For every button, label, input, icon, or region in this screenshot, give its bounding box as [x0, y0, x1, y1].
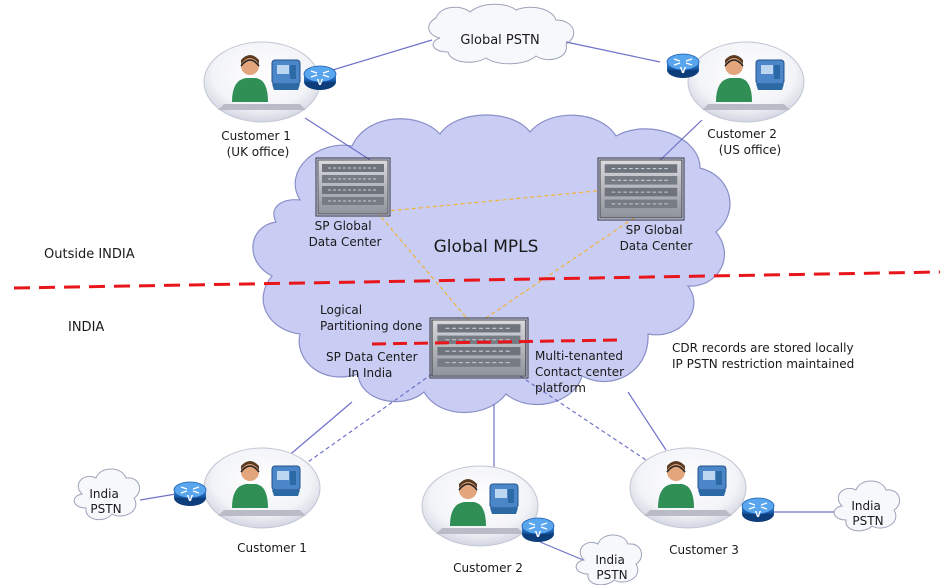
uk-data-center-label: SP Global Data Center: [309, 219, 382, 249]
outside-india-label: Outside INDIA: [44, 247, 135, 262]
india-pstn-cloud-3: India PSTN: [833, 480, 901, 532]
global-pstn-cloud: [428, 3, 575, 65]
customer-us-label: Customer 2 (US office): [707, 127, 781, 157]
india-border-line: [13, 270, 941, 290]
customer-india-1-workstation: [203, 447, 321, 529]
svg-text:V: V: [535, 530, 542, 539]
us-data-center-server: [597, 157, 685, 221]
svg-text:V: V: [680, 66, 687, 75]
us-data-center-label: SP Global Data Center: [620, 223, 693, 253]
india-data-center-label: SP Data Center In India: [326, 350, 421, 380]
customer-india-2-label: Customer 2: [453, 561, 523, 575]
india-platform-server: [429, 317, 529, 379]
customer-uk-workstation: [203, 41, 321, 123]
svg-text:India PSTN: India PSTN: [851, 499, 884, 528]
router-icon: V: [303, 65, 337, 91]
router-icon: V: [741, 497, 775, 523]
partition-label: Logical Partitioning done: [320, 303, 422, 333]
router-icon: V: [521, 517, 555, 543]
links: [139, 39, 840, 563]
customer-us-workstation: [687, 41, 805, 123]
router-icon: V: [666, 53, 700, 79]
customer-uk-label: Customer 1 (UK office): [221, 129, 295, 159]
customer-india-3-workstation: [629, 447, 747, 529]
customer-india-3-label: Customer 3: [669, 543, 739, 557]
customer-india-2-workstation: [421, 465, 539, 547]
india-label: INDIA: [68, 320, 104, 335]
router-icon: V: [173, 481, 207, 507]
router-mark: V: [317, 78, 324, 87]
customer-india-1-label: Customer 1: [237, 541, 307, 555]
global-pstn-label: Global PSTN: [460, 33, 539, 48]
india-pstn-cloud-1: India PSTN: [73, 468, 141, 521]
india-pstn-cloud-2: India PSTN: [575, 534, 643, 585]
platform-label: Multi-tenanted Contact center platform: [535, 349, 628, 395]
svg-text:India PSTN: India PSTN: [89, 487, 122, 516]
svg-text:V: V: [187, 494, 194, 503]
global-mpls-label: Global MPLS: [434, 237, 539, 257]
cdr-notes: CDR records are stored locally IP PSTN r…: [672, 341, 857, 371]
uk-data-center-server: [315, 157, 391, 217]
svg-text:V: V: [755, 510, 762, 519]
svg-text:India PSTN: India PSTN: [595, 553, 628, 582]
